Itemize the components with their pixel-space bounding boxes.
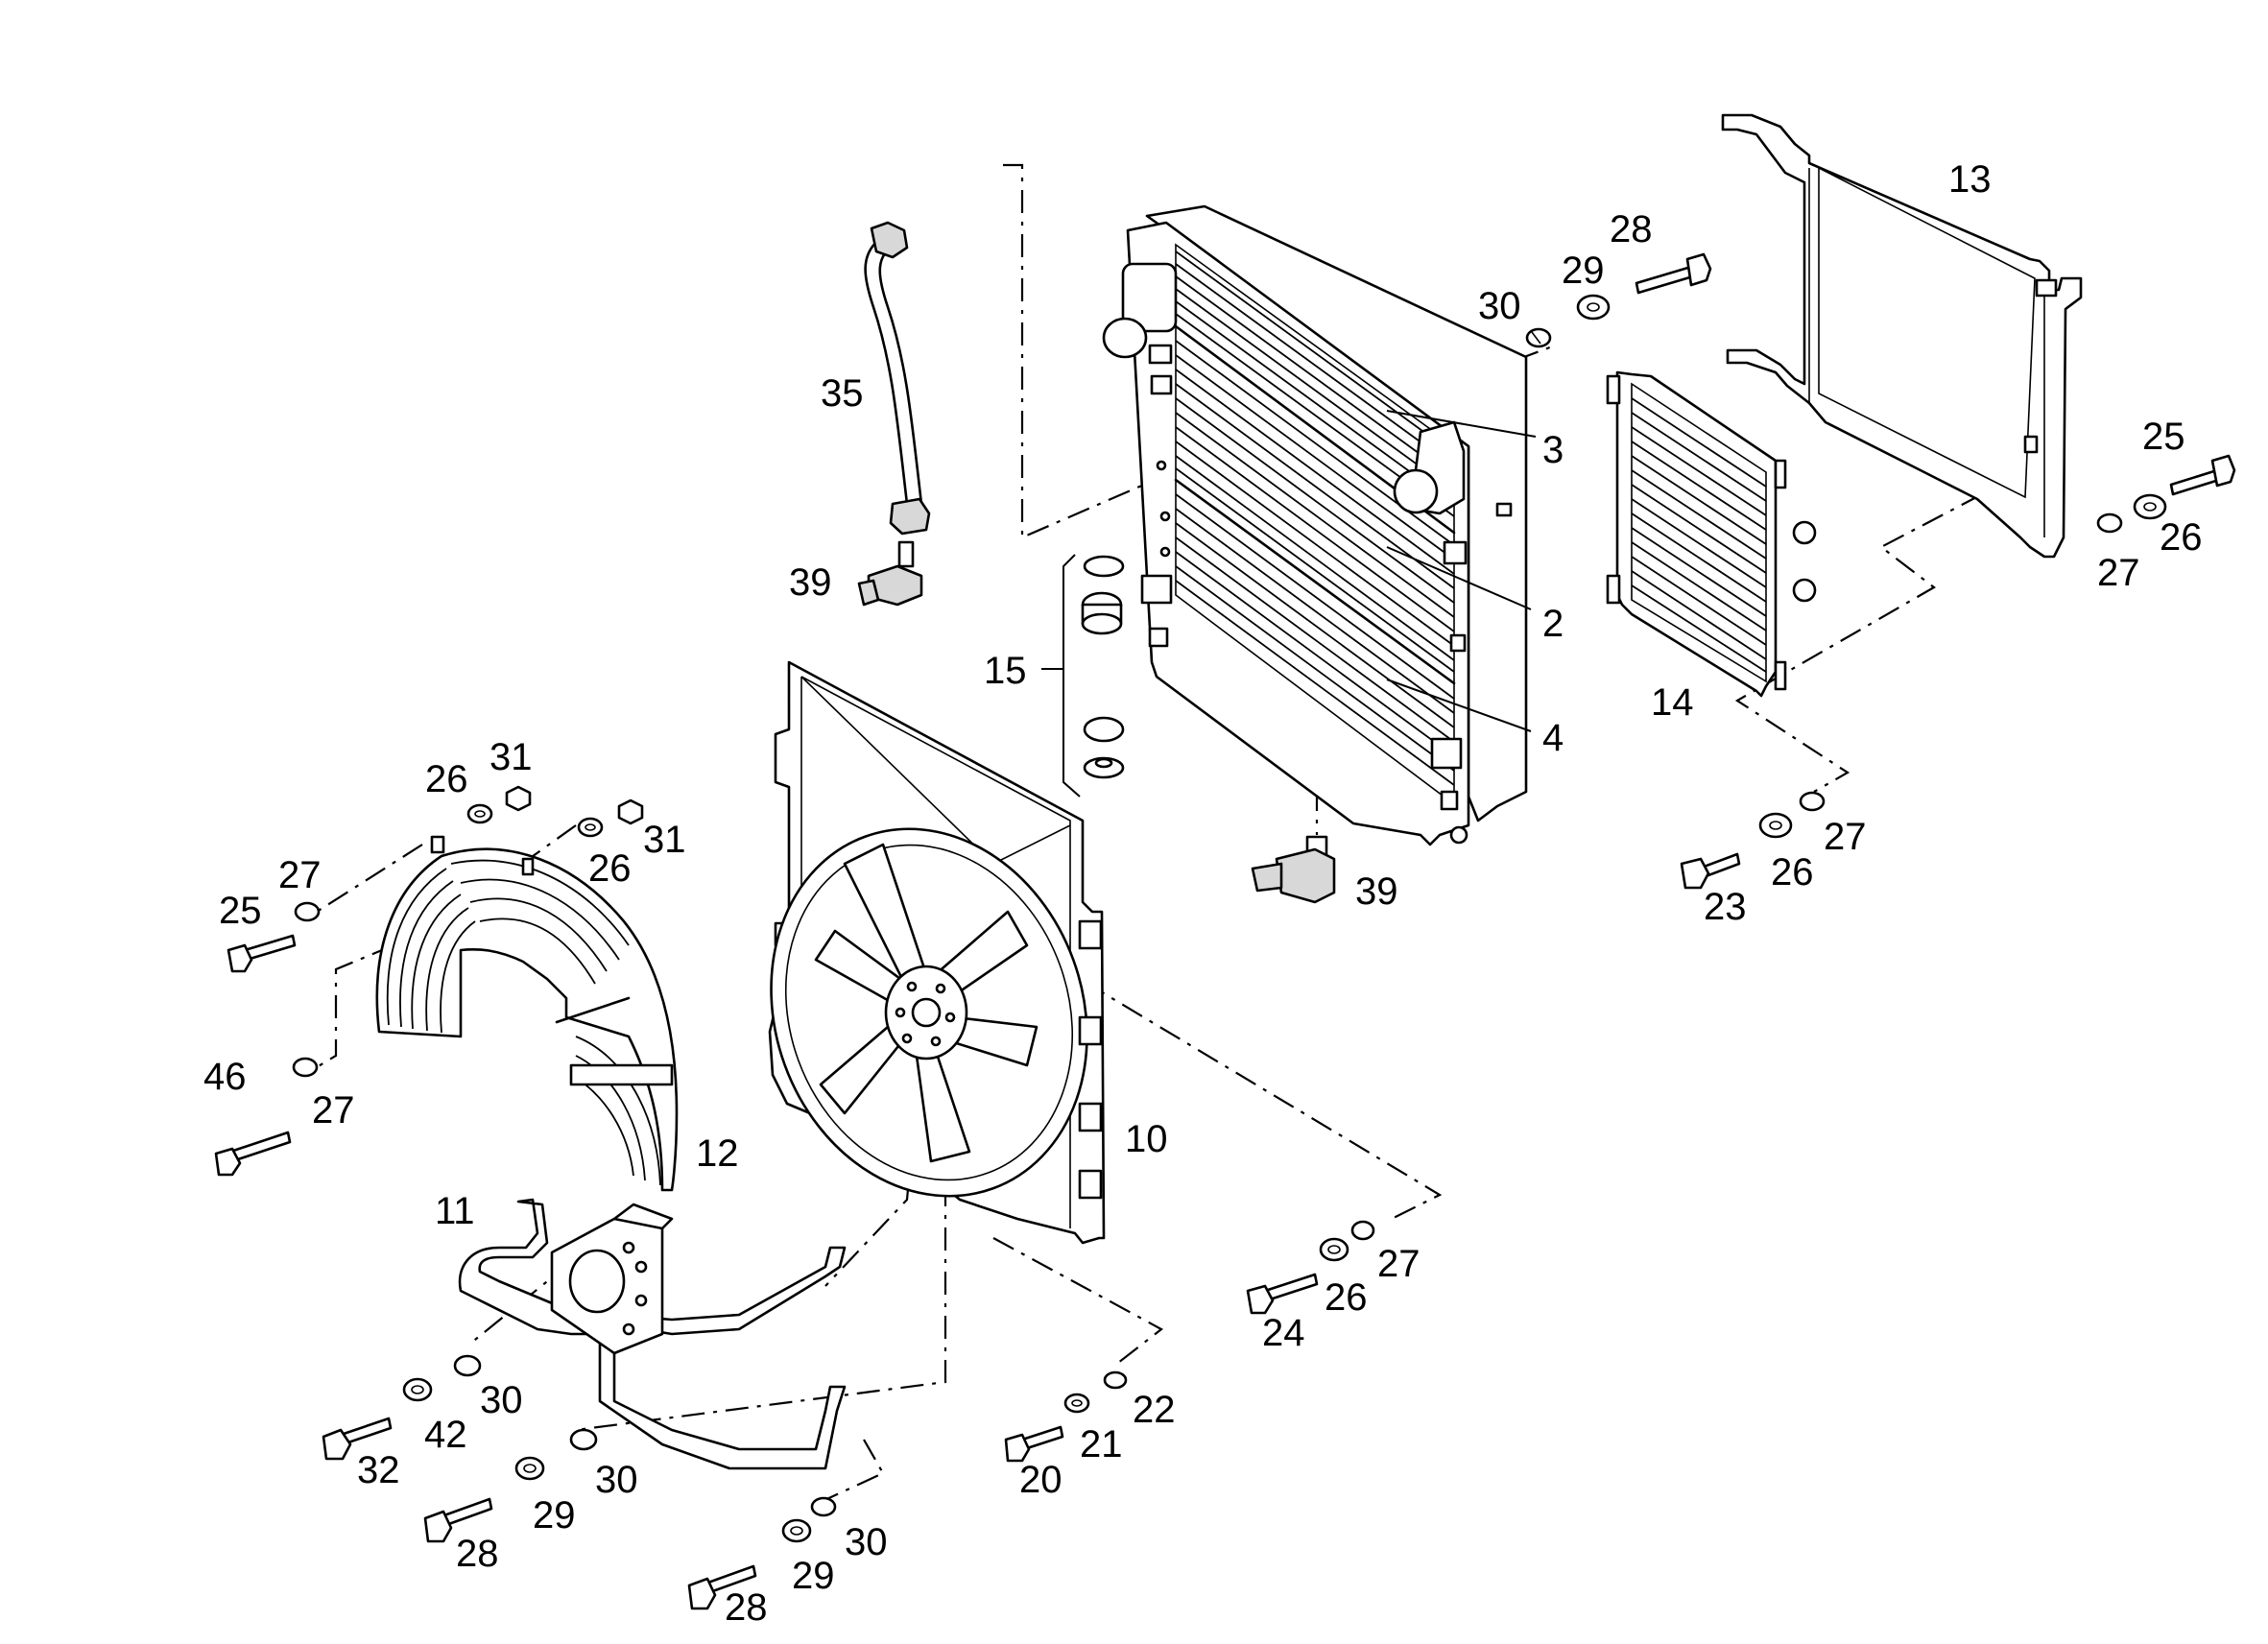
lock-washer-30-bottom [810, 1496, 837, 1517]
callout-25-left: 25 [219, 890, 262, 932]
callout-30-lower: 30 [595, 1459, 638, 1501]
callout-30-top: 30 [1478, 285, 1521, 327]
bolt-28-mid [423, 1497, 493, 1543]
callout-2: 2 [1542, 603, 1564, 645]
oil-cooler [1606, 370, 1817, 698]
lock-washer-22 [1103, 1370, 1128, 1390]
washer-26-mid [1758, 812, 1793, 839]
callout-26-lower: 26 [1325, 1276, 1368, 1319]
rubber-mounts [1062, 554, 1125, 798]
support-bar [458, 1198, 847, 1470]
lock-washer-27-left2 [292, 1057, 319, 1078]
callout-3: 3 [1542, 429, 1564, 471]
callout-29-mid: 29 [533, 1494, 576, 1537]
leader-lines [1041, 410, 1537, 732]
callout-35: 35 [821, 372, 864, 415]
callout-26-left2: 26 [588, 847, 632, 890]
washer-26-left2 [577, 817, 604, 838]
washer-26-left1 [466, 803, 493, 824]
callout-22: 22 [1133, 1389, 1176, 1431]
callout-29-top: 29 [1562, 250, 1605, 292]
bolt-32 [322, 1417, 393, 1461]
callout-24: 24 [1262, 1312, 1305, 1354]
callout-27-right: 27 [2097, 552, 2140, 594]
fan-shroud [768, 660, 1106, 1245]
callout-39-lower: 39 [1355, 870, 1398, 913]
lock-washer-27-lower [1350, 1220, 1375, 1241]
washer-26-right [2133, 493, 2167, 520]
callout-10: 10 [1125, 1118, 1168, 1160]
callout-29-bottom: 29 [792, 1555, 835, 1597]
callout-30-bottom: 30 [845, 1521, 888, 1563]
callout-4: 4 [1542, 717, 1564, 759]
fitting-39-upper [857, 540, 923, 607]
callout-27-left2: 27 [312, 1089, 355, 1132]
fan-blades [814, 843, 1039, 1163]
callout-39-upper: 39 [789, 561, 832, 604]
bolt-25-right [2169, 454, 2236, 496]
callouts: 13 28 29 30 35 3 25 26 27 39 2 15 14 4 2… [203, 158, 2203, 1629]
bolt-28-top [1635, 252, 1712, 295]
callout-27-left1: 27 [278, 854, 322, 896]
nut-31-left1 [505, 785, 532, 812]
callout-27-lower: 27 [1377, 1243, 1420, 1285]
bolt-24 [1246, 1273, 1319, 1315]
fitting-39-lower [1251, 835, 1336, 904]
bolt-46 [214, 1131, 292, 1177]
callout-21: 21 [1080, 1423, 1123, 1465]
washer-26-lower [1319, 1237, 1349, 1262]
washer-29-mid [514, 1456, 545, 1481]
washer-21 [1063, 1393, 1090, 1414]
callout-26-right: 26 [2160, 516, 2203, 559]
callout-15: 15 [984, 650, 1027, 692]
callout-26-right-mid: 26 [1771, 851, 1814, 893]
lock-washer-30-mid [453, 1354, 482, 1377]
lock-washer-30-lower [569, 1428, 598, 1451]
callout-11: 11 [435, 1190, 475, 1232]
hardware [214, 252, 2236, 1610]
bolt-25-left [227, 934, 297, 973]
callout-32: 32 [357, 1449, 400, 1491]
callout-28-top: 28 [1610, 208, 1653, 250]
bracket-frame [1721, 113, 2083, 559]
lock-washer-27-left1 [294, 901, 321, 922]
callout-12: 12 [696, 1132, 739, 1175]
callout-27-right-mid: 27 [1824, 816, 1867, 858]
callout-13: 13 [1948, 158, 1992, 201]
lock-washer-27-mid [1799, 791, 1826, 812]
callout-30-mid: 30 [480, 1379, 523, 1421]
callout-46: 46 [203, 1056, 247, 1098]
washer-29-top [1576, 294, 1611, 321]
callout-31-left1: 31 [489, 736, 533, 778]
callout-14: 14 [1651, 681, 1694, 724]
lock-washer-27-right [2096, 512, 2123, 534]
callout-20: 20 [1019, 1459, 1062, 1501]
lock-washer-30-top [1525, 327, 1552, 348]
bolt-23 [1680, 852, 1741, 890]
oil-cooler-fins [1631, 397, 1767, 673]
callout-25-right: 25 [2142, 416, 2185, 458]
fan-guard [375, 835, 679, 1192]
nut-31-left2 [617, 798, 644, 825]
callout-26-left1: 26 [425, 758, 468, 800]
washer-42 [402, 1377, 433, 1402]
callout-23: 23 [1704, 886, 1747, 928]
coolant-hose [864, 221, 931, 536]
callout-28-mid: 28 [456, 1533, 499, 1575]
bolt-28-bottom [687, 1564, 757, 1610]
callout-28-bottom: 28 [725, 1586, 768, 1629]
radiator-core [1102, 204, 1528, 846]
bolt-20 [1004, 1425, 1064, 1463]
callout-31-left2: 31 [643, 819, 686, 861]
callout-42: 42 [424, 1414, 467, 1456]
washer-29-bottom [781, 1518, 812, 1543]
